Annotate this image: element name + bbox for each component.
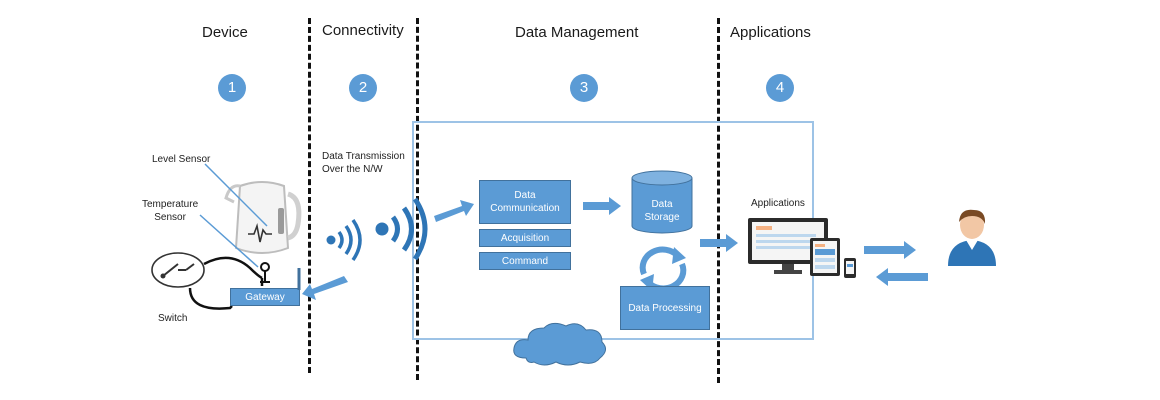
level-sensor-pointer (204, 163, 268, 227)
data-storage-label: Data Storage (644, 199, 680, 223)
data-storage-cylinder (631, 170, 693, 234)
divider-data-applications (717, 18, 720, 383)
data-processing-box: Data Processing (620, 286, 710, 330)
level-sensor-label: Level Sensor (152, 154, 211, 165)
temperature-sensor-label: Temperature Sensor (142, 199, 199, 223)
data-transmission-label: Data Transmission Over the N/W (322, 151, 405, 175)
stage-number-3: 3 (570, 74, 598, 102)
arrow-to-gateway (302, 276, 348, 300)
device-wires (188, 256, 264, 310)
wifi-signal-large-icon (375, 197, 428, 261)
gateway-antenna (297, 268, 301, 290)
temperature-sensor-pointer (199, 214, 259, 268)
applications-label: Applications (751, 198, 805, 209)
wifi-signal-small-icon (326, 218, 362, 262)
arrow-to-data-communication (434, 200, 474, 222)
arrow-to-storage (583, 197, 621, 215)
stage-heading-data-management: Data Management (515, 24, 639, 41)
gateway-box: Gateway (230, 288, 300, 306)
probe-icon (260, 262, 270, 283)
cloud-icon (513, 322, 606, 366)
switch-icon (151, 252, 205, 288)
arrow-from-user (876, 268, 928, 286)
data-communication-box: Data Communication (479, 180, 571, 224)
arrow-to-applications (700, 234, 738, 252)
stage-number-4: 4 (766, 74, 794, 102)
switch-label: Switch (158, 313, 188, 324)
acquisition-box: Acquisition (479, 229, 571, 247)
stage-heading-device: Device (202, 24, 248, 41)
devices-icon (748, 218, 856, 278)
command-box: Command (479, 252, 571, 270)
kettle-icon (224, 181, 302, 254)
stage-number-2: 2 (349, 74, 377, 102)
user-avatar-icon (948, 209, 996, 266)
arrow-to-user (864, 241, 916, 259)
stage-number-1: 1 (218, 74, 246, 102)
divider-device-connectivity (308, 18, 311, 373)
stage-heading-applications: Applications (730, 24, 811, 41)
stage-heading-connectivity: Connectivity (322, 22, 404, 39)
